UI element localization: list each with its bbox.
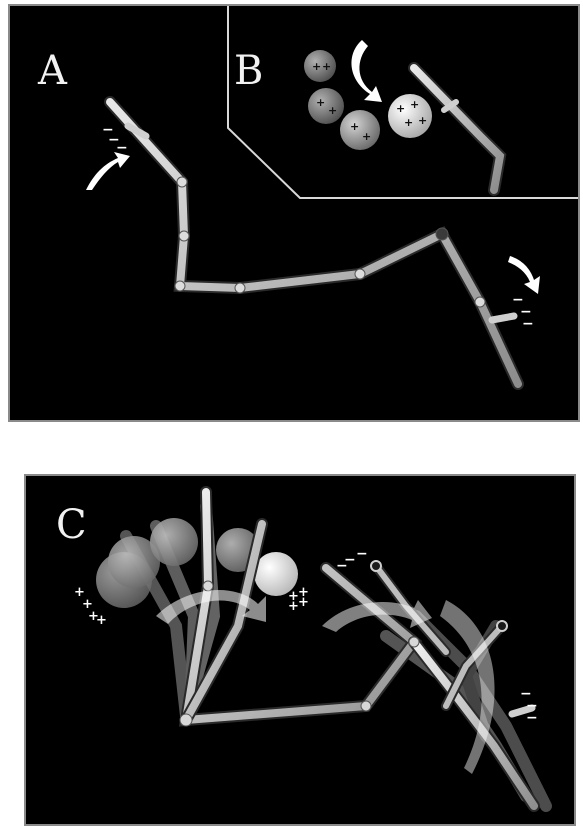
protein-conformation-a-diagram: − − − − − − + + + + + + +: [10, 6, 578, 420]
svg-text:+: +: [362, 130, 371, 143]
panel-label-b: B: [234, 48, 263, 94]
protein-chain-a: [110, 102, 518, 384]
svg-text:+: +: [312, 60, 321, 73]
svg-text:+: +: [96, 613, 107, 628]
charge-cluster-a-top: − − −: [102, 122, 128, 156]
charge-cluster-c-middle: + + + +: [288, 585, 309, 614]
svg-text:+: +: [404, 116, 413, 129]
svg-text:+: +: [328, 104, 337, 117]
svg-text:+: +: [298, 595, 309, 610]
svg-text:+: +: [410, 98, 419, 111]
curved-arrow-icon: [352, 40, 382, 102]
svg-text:−: −: [526, 710, 538, 726]
svg-text:−: −: [356, 546, 368, 562]
panel-bottom: + + + + + + + + − − − − − − C: [24, 474, 576, 826]
curved-arrow-icon: [508, 256, 540, 294]
charge-cluster-c-top: − − −: [336, 546, 368, 574]
panel-label-c: C: [56, 502, 87, 548]
charge-cluster-c-right: − − −: [520, 686, 538, 726]
curved-arrow-icon: [86, 152, 130, 190]
svg-text:−: −: [522, 316, 534, 332]
svg-text:−: −: [344, 552, 356, 568]
panel-top: − − − − − − + + + + + + +: [8, 4, 580, 422]
svg-text:+: +: [322, 60, 331, 73]
protein-conformation-c-diagram: + + + + + + + + − − − − − − C: [26, 476, 574, 824]
panel-label-a: A: [37, 48, 68, 94]
charge-cluster-a-bottom: − − −: [512, 292, 534, 332]
svg-text:+: +: [396, 102, 405, 115]
svg-text:+: +: [350, 120, 359, 133]
svg-text:+: +: [316, 96, 325, 109]
svg-text:+: +: [418, 114, 427, 127]
